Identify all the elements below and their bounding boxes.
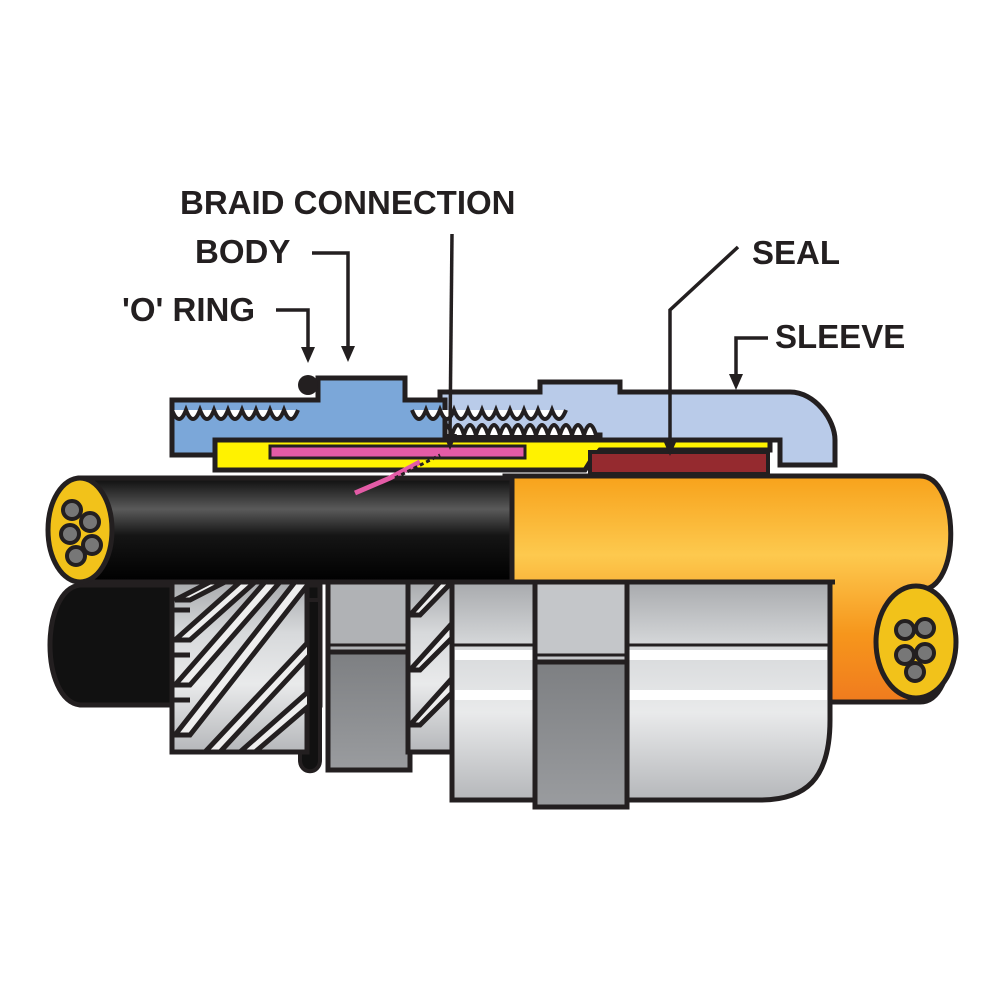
main-hex-nut — [532, 579, 630, 810]
label-seal: SEAL — [752, 234, 840, 271]
arrowhead-braid-connection — [443, 434, 457, 450]
o-ring-part — [298, 375, 318, 395]
label-sleeve: SLEEVE — [775, 318, 905, 355]
leader-lines — [276, 233, 768, 444]
arrowhead-body — [341, 346, 355, 362]
gland-body-lower — [449, 579, 833, 803]
leader-seal — [668, 245, 740, 444]
label-o-ring: 'O' RING — [122, 291, 255, 328]
gland-cross-section — [169, 375, 838, 496]
callouts: BRAID CONNECTION BODY 'O' RING SEAL SLEE… — [122, 184, 905, 456]
thread-section-inner — [405, 579, 459, 755]
black-cable-end-cores — [45, 475, 115, 585]
entry-hex-nut — [325, 579, 413, 773]
leader-o-ring — [276, 308, 310, 350]
leader-body — [312, 251, 350, 350]
arrowhead-o-ring — [301, 347, 315, 363]
orange-cable-end-cores — [873, 583, 959, 701]
braid-connection-part — [268, 444, 527, 460]
label-braid-connection: BRAID CONNECTION — [180, 184, 516, 221]
arrowhead-sleeve — [729, 374, 743, 390]
thread-section — [169, 579, 310, 755]
leader-sleeve — [734, 336, 768, 378]
gland-lower-half — [169, 579, 833, 810]
leader-braid-connection — [448, 233, 454, 437]
braid-wire — [354, 459, 422, 496]
seal-part — [588, 450, 770, 476]
leader-arrowheads — [301, 346, 743, 456]
arrowhead-seal — [663, 440, 677, 456]
label-body: BODY — [195, 233, 290, 270]
